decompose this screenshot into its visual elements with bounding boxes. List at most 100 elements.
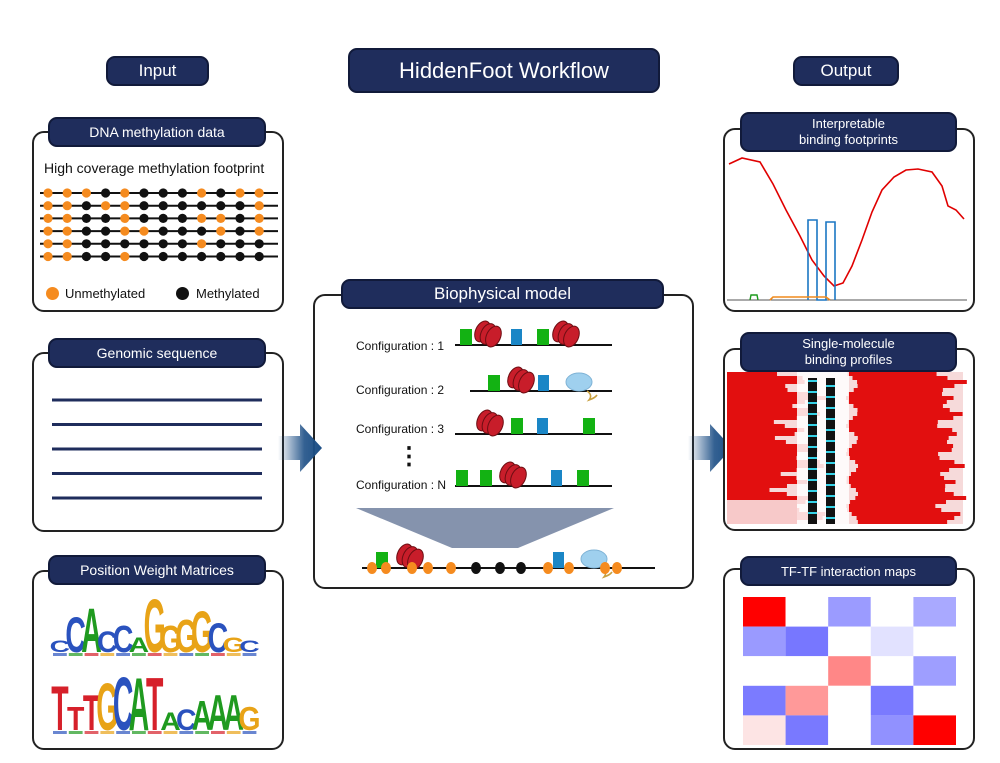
methylated-site <box>81 213 91 223</box>
pwm-logo-minor-band <box>226 653 241 656</box>
single-molecule-right-signal <box>850 472 941 476</box>
pwm-logo-minor-band <box>226 731 241 734</box>
single-molecule-right-signal <box>852 416 954 420</box>
footprints-title-line-2: binding footprints <box>798 132 898 147</box>
pwm-logo-letter: G <box>159 619 181 661</box>
methylated-site <box>177 239 187 249</box>
single-molecule-right-signal <box>857 492 954 496</box>
nucleosome-lobe <box>518 371 535 394</box>
single-molecule-right-signal <box>857 436 949 440</box>
methylation-subtitle: High coverage methylation footprint <box>44 160 265 176</box>
configuration-2-label: Configuration : 2 <box>356 383 445 397</box>
unmethylated-site <box>62 188 72 198</box>
single-molecule-right-signal <box>852 376 948 380</box>
tftf-heatmap-cell <box>870 597 914 627</box>
tftf-heatmap-cell <box>743 685 786 716</box>
tftf-heatmap-cell <box>785 626 829 657</box>
pwm-logo-minor-band <box>147 653 162 656</box>
single-molecule-right-signal <box>850 484 946 488</box>
single-molecule-right-signal <box>853 404 943 408</box>
pwm-logo-letter: G <box>96 669 118 744</box>
single-molecule-cyan-mark <box>808 413 817 415</box>
pwm-logo-letter: T <box>51 675 69 745</box>
single-molecule-right-signal <box>846 424 938 428</box>
single-molecule-right-signal <box>855 460 955 464</box>
tftf-heatmap-cell <box>870 715 914 745</box>
pwm-logo-minor-band <box>179 653 194 656</box>
genomic-panel <box>32 352 284 532</box>
pwm-logo-minor-band <box>116 731 130 734</box>
pwm-logo-minor-band <box>242 731 257 734</box>
single-molecule-title-line-2: binding profiles <box>804 352 893 367</box>
single-molecule-left-signal <box>727 488 770 492</box>
pwm-logo-minor-band <box>163 731 178 734</box>
methylated-site <box>177 226 187 236</box>
unmethylated-site <box>254 226 264 236</box>
unmethylated-site <box>120 213 130 223</box>
unmethylated-site <box>120 188 130 198</box>
tf-blue-box <box>537 418 548 434</box>
single-molecule-right-signal <box>846 480 956 484</box>
configuration-ellipsis: ⋮ <box>397 443 421 470</box>
single-molecule-left-signal <box>727 476 797 480</box>
pwm-logo-minor-band <box>195 731 209 734</box>
unmethylated-site <box>381 562 391 574</box>
unmethylated-site <box>62 251 72 262</box>
nucleosome-lobe <box>510 466 527 489</box>
single-molecule-title: Single-molecule binding profiles <box>740 332 957 372</box>
methylated-site <box>158 251 168 262</box>
methylated-legend-label: Methylated <box>196 286 260 301</box>
single-molecule-right-signal <box>857 520 948 524</box>
tftf-heatmap-cell <box>913 685 956 716</box>
unmethylated-site <box>62 239 72 249</box>
tftf-heatmap-cell <box>870 656 914 686</box>
single-molecule-left-signal <box>727 484 788 488</box>
pwm-logo-letter: C <box>97 627 118 659</box>
tf-blue-box <box>551 470 562 486</box>
single-molecule-right-signal <box>851 512 961 516</box>
unmethylated-site <box>62 201 72 211</box>
unmethylated-site <box>612 562 622 574</box>
methylated-site <box>197 251 207 262</box>
single-molecule-cyan-mark <box>826 484 835 486</box>
tftf-heatmap-cell <box>913 597 956 627</box>
polymerase <box>580 549 608 569</box>
unmethylated-site <box>139 226 149 236</box>
tf-green-box <box>460 329 472 345</box>
pwm-logo-minor-band <box>179 731 194 734</box>
single-molecule-left-signal <box>727 392 816 396</box>
methylated-site <box>158 226 168 236</box>
nucleosome-lobe <box>563 325 580 348</box>
unmethylated-site <box>101 201 111 211</box>
unmethylated-site <box>254 188 264 198</box>
tftf-heatmap-cell <box>913 656 956 686</box>
pwm-logo-minor-band <box>147 731 162 734</box>
methylated-site <box>495 562 505 574</box>
tf-blue-box <box>511 329 522 345</box>
single-molecule-left-signal <box>727 400 805 404</box>
pwm-title: Position Weight Matrices <box>48 555 266 585</box>
single-molecule-cyan-mark <box>808 501 817 503</box>
unmethylated-site <box>564 562 574 574</box>
methylated-site <box>177 251 187 262</box>
methylated-site <box>216 251 226 262</box>
single-molecule-cyan-mark <box>808 490 817 492</box>
tf-green-box <box>456 470 468 486</box>
single-molecule-left-signal <box>727 408 810 412</box>
single-molecule-right-signal <box>855 496 967 500</box>
methylated-site <box>158 188 168 198</box>
tftf-heatmap-cell <box>743 597 786 627</box>
single-molecule-cyan-mark <box>808 479 817 481</box>
methylated-site <box>235 213 245 223</box>
unmethylated-site <box>254 201 264 211</box>
methylated-site <box>197 201 207 211</box>
methylated-site <box>81 226 91 236</box>
footprints-title: Interpretable binding footprints <box>740 112 957 152</box>
tf-green-box <box>511 418 523 434</box>
single-molecule-right-signal <box>847 508 942 512</box>
single-molecule-right-signal <box>846 476 945 480</box>
methylated-site <box>158 201 168 211</box>
